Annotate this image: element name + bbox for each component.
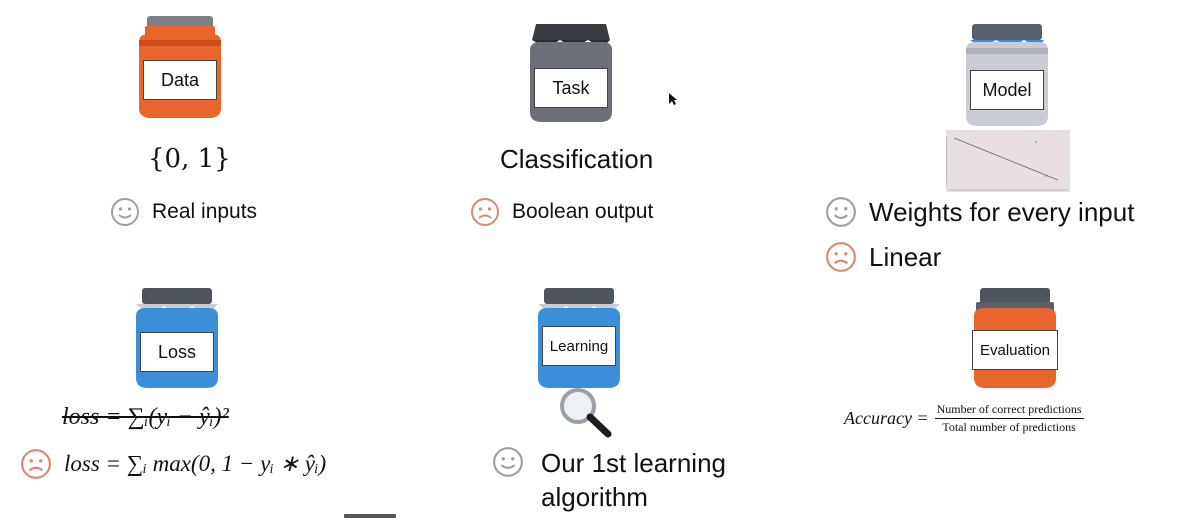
smiley-icon [111,198,139,226]
task-con: Boolean output [470,197,653,227]
smiley-icon [826,197,856,227]
frowny-icon [826,242,856,272]
learning-jar: Learning [524,284,634,394]
mouse-cursor-icon [668,92,678,111]
model-pro-text: Weights for every input [869,196,1135,227]
accuracy-formula: Accuracy = Number of correct predictions… [844,402,1084,435]
accuracy-numerator: Number of correct predictions [936,402,1082,416]
struck-squared-loss: loss = ∑ᵢ(yᵢ − ŷᵢ)² [62,404,229,430]
slide-bottom-mark [344,514,396,518]
data-jar: Data [125,12,235,122]
learning-pro [492,446,536,478]
loss-con: loss = ∑ᵢ max(0, 1 − yᵢ ∗ ŷᵢ) [20,448,326,480]
frowny-icon [21,449,51,479]
frowny-icon [471,198,499,226]
data-pro-text: Real inputs [152,200,258,223]
linear-model-thumbnail [945,130,1070,192]
task-title: Classification [500,144,654,174]
jar-label-evaluation: Evaluation [972,330,1058,370]
data-pro: Real inputs [110,197,257,227]
loss-jar: Loss [122,284,232,394]
hinge-loss-formula: loss = ∑ᵢ max(0, 1 − yᵢ ∗ ŷᵢ) [64,451,327,476]
model-con: Linear [825,241,941,273]
jar-label-model: Model [970,70,1044,110]
task-con-text: Boolean output [512,200,654,223]
magnifier-icon [558,386,614,443]
jar-label-learning: Learning [542,326,616,366]
model-con-text: Linear [869,241,942,272]
accuracy-denominator: Total number of predictions [942,420,1076,434]
data-binary-set: {0, 1} [148,144,231,174]
evaluation-jar: Evaluation [960,284,1070,394]
task-jar: Task [516,18,626,128]
learning-pro-line1: Our 1st learning [541,448,726,478]
jar-label-task: Task [534,68,608,108]
smiley-icon [493,447,523,477]
jar-label-loss: Loss [140,332,214,372]
learning-pro-line2: algorithm [541,482,648,512]
accuracy-lhs: Accuracy = [844,408,929,428]
model-pro: Weights for every input [825,196,1134,228]
model-jar: Model [952,20,1062,130]
jar-label-data: Data [143,60,217,100]
